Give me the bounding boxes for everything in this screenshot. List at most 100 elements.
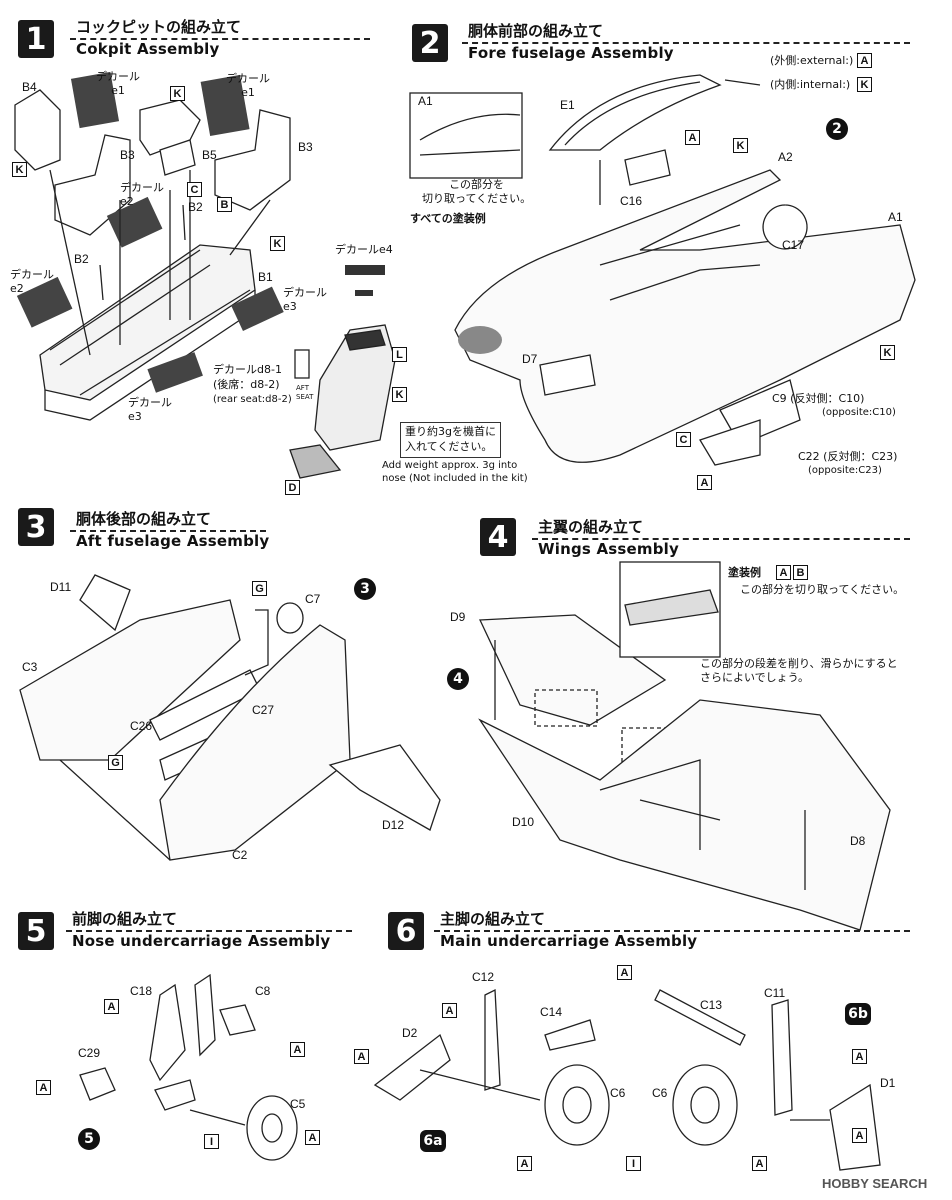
- scheme-label: 塗装例: [728, 566, 761, 579]
- part-label: B2: [74, 252, 89, 266]
- part-label: A1: [418, 94, 433, 108]
- material-letter: A: [752, 1156, 767, 1171]
- part-label: D1: [880, 1076, 896, 1090]
- sequence-marker: 2: [826, 118, 848, 140]
- material-letter: A: [290, 1042, 305, 1057]
- material-letter: A: [857, 53, 872, 68]
- step-title-en: Aft fuselage Assembly: [76, 532, 270, 550]
- sequence-marker: 6b: [845, 1003, 871, 1025]
- part-label: B1: [258, 270, 273, 284]
- step-divider: [434, 930, 910, 932]
- decal-label: デカールe4: [335, 243, 393, 256]
- aft-seat-decal-text: AFT SEAT: [296, 384, 314, 402]
- step-divider: [462, 42, 910, 44]
- material-letter: K: [270, 236, 285, 251]
- step-number: 1: [18, 20, 54, 58]
- decal-label: デカール e3: [283, 286, 327, 314]
- part-label: D2: [402, 1026, 418, 1040]
- seat-decal-label: デカールd8-1: [213, 363, 282, 376]
- sequence-marker: 6a: [420, 1130, 446, 1152]
- part-label: A2: [778, 150, 793, 164]
- material-letter: C: [187, 182, 202, 197]
- seat-decal-en: (rear seat:d8-2): [213, 394, 292, 405]
- c9-note-en: (opposite:C10): [822, 407, 896, 418]
- sequence-marker: 5: [78, 1128, 100, 1150]
- part-label: B4: [22, 80, 37, 94]
- part-label: C3: [22, 660, 38, 674]
- decal-label: デカール e1: [96, 70, 140, 98]
- material-letter: D: [285, 480, 300, 495]
- step-title-en: Wings Assembly: [538, 540, 679, 558]
- material-letter: K: [733, 138, 748, 153]
- step-title-en: Fore fuselage Assembly: [468, 44, 674, 62]
- part-label: C18: [130, 984, 153, 998]
- cut-note: この部分を切り取ってください。: [740, 583, 905, 596]
- step-title-en: Main undercarriage Assembly: [440, 932, 698, 950]
- step-number: 6: [388, 912, 424, 950]
- step-title-en: Nose undercarriage Assembly: [72, 932, 331, 950]
- part-label: D9: [450, 610, 466, 624]
- step-title-jp: 主脚の組み立て: [440, 910, 546, 928]
- part-label: B2: [188, 200, 203, 214]
- smooth-note: この部分の段差を削り、滑らかにすると さらによいでしょう。: [700, 657, 898, 685]
- part-label: C2: [232, 848, 248, 862]
- weight-note-en: Add weight approx. 3g into nose (Not inc…: [382, 460, 528, 484]
- part-label: D7: [522, 352, 538, 366]
- step-number: 3: [18, 508, 54, 546]
- part-label: C12: [472, 970, 495, 984]
- part-label: B3: [298, 140, 313, 154]
- part-label: C26: [130, 719, 153, 733]
- decal-label: デカール e1: [226, 72, 270, 100]
- step-title-jp: 前脚の組み立て: [72, 910, 178, 928]
- material-letter: A: [442, 1003, 457, 1018]
- part-label: C8: [255, 984, 271, 998]
- all-schemes-note: すべての塗装例: [410, 212, 486, 225]
- cut-note: この部分を 切り取ってください。: [422, 178, 532, 206]
- part-label: C27: [252, 703, 275, 717]
- material-letter: A: [697, 475, 712, 490]
- external-note: (外側:external:): [770, 54, 854, 67]
- material-letter: A: [36, 1080, 51, 1095]
- step-title-jp: 主翼の組み立て: [538, 518, 644, 536]
- part-label: C17: [782, 238, 805, 252]
- material-letter: I: [626, 1156, 641, 1171]
- sequence-marker: 3: [354, 578, 376, 600]
- step-title-jp: 胴体後部の組み立て: [76, 510, 212, 528]
- watermark: HOBBY SEARCH: [822, 1176, 928, 1191]
- part-label: C29: [78, 1046, 101, 1060]
- part-label: C13: [700, 998, 723, 1012]
- step-title-en: Cokpit Assembly: [76, 40, 220, 58]
- material-letter: G: [252, 581, 267, 596]
- part-label: C11: [764, 986, 786, 1000]
- scheme-letter: A: [776, 565, 791, 580]
- step-divider: [532, 538, 910, 540]
- material-letter: K: [880, 345, 895, 360]
- part-label: D11: [50, 580, 72, 594]
- decal-label: デカール e3: [128, 396, 172, 424]
- part-label: C14: [540, 1005, 563, 1019]
- step-number: 2: [412, 24, 448, 62]
- part-label: C16: [620, 194, 643, 208]
- material-letter: K: [12, 162, 27, 177]
- material-letter: K: [857, 77, 872, 92]
- material-letter: A: [104, 999, 119, 1014]
- material-letter: A: [354, 1049, 369, 1064]
- material-letter: B: [217, 197, 232, 212]
- part-label: E1: [560, 98, 575, 112]
- weight-note-jp: 重り約3gを機首に 入れてください。: [400, 422, 501, 458]
- decal-label: デカール e2: [120, 181, 164, 209]
- internal-note: (内側:internal:): [770, 78, 851, 91]
- scheme-letter: B: [793, 565, 808, 580]
- part-label: C5: [290, 1097, 306, 1111]
- part-label: C6: [652, 1086, 668, 1100]
- c9-note: C9 (反対側：C10): [772, 392, 865, 405]
- part-label: D8: [850, 834, 866, 848]
- material-letter: A: [852, 1128, 867, 1143]
- seat-decal-jp: (後席：d8-2): [213, 378, 280, 391]
- material-letter: G: [108, 755, 123, 770]
- c22-note: C22 (反対側：C23): [798, 450, 898, 463]
- material-letter: A: [852, 1049, 867, 1064]
- material-letter: A: [685, 130, 700, 145]
- step-divider: [70, 530, 266, 532]
